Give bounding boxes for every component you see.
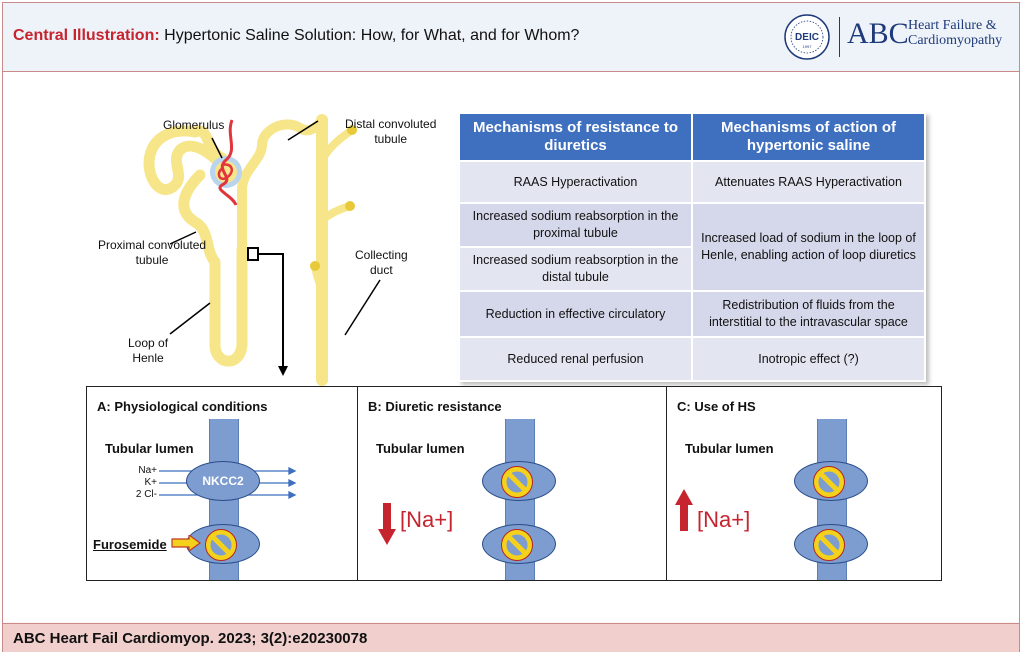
furosemide-arrow-icon <box>171 535 201 551</box>
resistance-cell: Reduction in effective circulatory <box>460 292 691 336</box>
label-collecting-line2: duct <box>370 263 393 277</box>
logo-subtitle-line2: Cardiomyopathy <box>908 33 1003 48</box>
ion-sodium: Na+ <box>138 465 157 476</box>
seal-year: 1997 <box>803 44 813 49</box>
header-bar: Central Illustration: Hypertonic Saline … <box>3 3 1019 72</box>
panel-c-lumen-label: Tubular lumen <box>685 441 774 456</box>
panel-diuretic-resistance: B: Diuretic resistance Tubular lumen [Na… <box>357 386 667 581</box>
label-glomerulus: Glomerulus <box>163 118 225 132</box>
logo-subtitle: Heart Failure & Cardiomyopathy <box>908 18 1002 48</box>
action-cell: Inotropic effect (?) <box>693 338 924 380</box>
label-proximal-tubule: Proximal convoluted tubule <box>98 238 206 268</box>
panel-c-title: C: Use of HS <box>677 399 756 414</box>
logo-divider <box>839 17 840 57</box>
label-collecting-duct: Collecting duct <box>355 248 408 278</box>
sodium-high-label: [Na+] <box>697 507 751 532</box>
label-proximal-line2: tubule <box>135 253 169 267</box>
ion-potassium: K+ <box>144 477 157 488</box>
label-proximal-line1: Proximal convoluted <box>98 238 207 252</box>
action-cell: Increased load of sodium in the loop of … <box>693 204 924 290</box>
resistance-cell: Increased sodium reabsorption in the pro… <box>460 204 691 246</box>
label-collecting-line1: Collecting <box>355 248 408 262</box>
ion-chloride: 2 Cl- <box>135 489 157 500</box>
panel-use-of-hs: C: Use of HS Tubular lumen [Na+] <box>666 386 942 581</box>
label-loop-of-henle: Loop of Henle <box>128 336 168 366</box>
action-cell: Redistribution of fluids from the inters… <box>693 292 924 336</box>
prohibition-icon <box>813 529 845 561</box>
footer-bar: ABC Heart Fail Cardiomyop. 2023; 3(2):e2… <box>3 623 1019 652</box>
label-distal-line2: tubule <box>374 132 408 146</box>
panel-a-lumen-label: Tubular lumen <box>105 441 194 456</box>
prohibition-icon <box>205 529 237 561</box>
prohibition-icon <box>501 466 533 498</box>
label-loop-line1: Loop of <box>128 336 169 350</box>
label-loop-line2: Henle <box>132 351 164 365</box>
panel-physiological: A: Physiological conditions Tubular lume… <box>86 386 358 581</box>
resistance-cell: Reduced renal perfusion <box>460 338 691 380</box>
label-distal-tubule: Distal convoluted tubule <box>345 117 436 147</box>
deic-seal-icon: DEIC 1997 <box>784 14 830 60</box>
decrease-arrow-icon <box>378 503 396 545</box>
seal-text: DEIC <box>795 32 819 43</box>
figure-title: Central Illustration: Hypertonic Saline … <box>13 27 579 45</box>
furosemide-label: Furosemide <box>93 537 167 552</box>
logo-subtitle-line1: Heart Failure & <box>908 18 997 33</box>
sodium-low-label: [Na+] <box>400 507 454 532</box>
header-action: Mechanisms of action of hypertonic salin… <box>693 114 924 160</box>
resistance-cell: RAAS Hyperactivation <box>460 162 691 202</box>
increase-arrow-icon <box>675 489 693 531</box>
action-cell: Attenuates RAAS Hyperactivation <box>693 162 924 202</box>
label-distal-line1: Distal convoluted <box>345 117 437 131</box>
header-resistance: Mechanisms of resistance to diuretics <box>460 114 691 160</box>
citation: ABC Heart Fail Cardiomyop. 2023; 3(2):e2… <box>13 630 368 647</box>
title-lead: Central Illustration: <box>13 27 160 44</box>
panel-a-title: A: Physiological conditions <box>97 399 268 414</box>
panel-b-lumen-label: Tubular lumen <box>376 441 465 456</box>
logo-brand: ABC <box>847 17 909 50</box>
mechanisms-table: Mechanisms of resistance to diuretics Me… <box>458 112 926 382</box>
prohibition-icon <box>501 529 533 561</box>
panel-b-title: B: Diuretic resistance <box>368 399 502 414</box>
prohibition-icon <box>813 466 845 498</box>
nkcc2-transporter: NKCC2 <box>186 461 260 501</box>
title-text: Hypertonic Saline Solution: How, for Wha… <box>164 27 580 44</box>
resistance-cell: Increased sodium reabsorption in the dis… <box>460 248 691 290</box>
